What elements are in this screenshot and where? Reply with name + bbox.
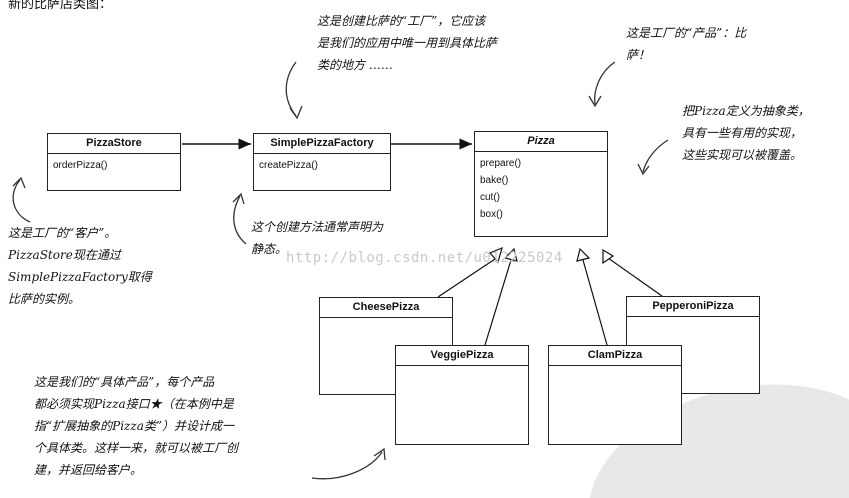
watermark-url: http://blog.csdn.net/u012225024	[286, 250, 563, 266]
curved-pointer-concrete	[311, 451, 383, 480]
class-name: CheesePizza	[320, 298, 452, 318]
class-name: PizzaStore	[48, 134, 180, 154]
class-pizzastore[interactable]: PizzaStore orderPizza()	[47, 133, 181, 191]
note-concrete: 这是我们的“具体产品”，每个产品 都必须实现Pizza接口★（在本例中是 指“扩…	[34, 375, 239, 477]
inheritance-cheese	[437, 246, 503, 298]
diagram-caption: 新的比萨店类图：	[8, 0, 113, 12]
operations-list: prepare() bake() cut() box()	[475, 152, 607, 226]
operation: bake()	[480, 175, 509, 186]
class-simplepizzafactory[interactable]: SimplePizzaFactory createPizza()	[253, 133, 391, 191]
note-static: 这个创建方法通常声明为 静态。	[251, 220, 384, 256]
inheritance-veggie	[484, 247, 518, 346]
note-client: 这是工厂的“客户”。 PizzaStore现在通过 SimplePizzaFac…	[8, 226, 152, 306]
class-name: VeggiePizza	[396, 346, 528, 366]
class-veggiepizza[interactable]: VeggiePizza	[395, 345, 529, 445]
operation: prepare()	[480, 158, 522, 169]
note-abstract: 把Pizza定义为抽象类， 具有一些有用的实现， 这些实现可以被覆盖。	[682, 104, 810, 162]
operation: box()	[480, 209, 503, 220]
class-name: SimplePizzaFactory	[254, 134, 390, 154]
curved-pointer-client	[12, 179, 31, 223]
operations-list: orderPizza()	[48, 154, 180, 177]
class-clampizza[interactable]: ClamPizza	[548, 345, 682, 445]
operation: cut()	[480, 192, 500, 203]
class-name: Pizza	[475, 132, 607, 152]
curved-pointer-product	[594, 61, 616, 105]
curved-pointer-abstract	[642, 139, 669, 173]
note-product: 这是工厂的“产品”：比 萨！	[626, 26, 747, 62]
inheritance-clam	[576, 247, 608, 346]
operation: orderPizza()	[53, 160, 108, 171]
curved-pointer-static	[233, 195, 247, 245]
operations-list: createPizza()	[254, 154, 390, 177]
curved-pointer-factory	[285, 61, 297, 117]
class-name: ClamPizza	[549, 346, 681, 366]
note-factory: 这是创建比萨的“工厂”，它应该 是我们的应用中唯一用到具体比萨 类的地方 ……	[317, 14, 498, 72]
inheritance-pepperoni	[602, 248, 663, 297]
operation: createPizza()	[259, 160, 318, 171]
class-pizza[interactable]: Pizza prepare() bake() cut() box()	[474, 131, 608, 237]
class-name: PepperoniPizza	[627, 297, 759, 317]
